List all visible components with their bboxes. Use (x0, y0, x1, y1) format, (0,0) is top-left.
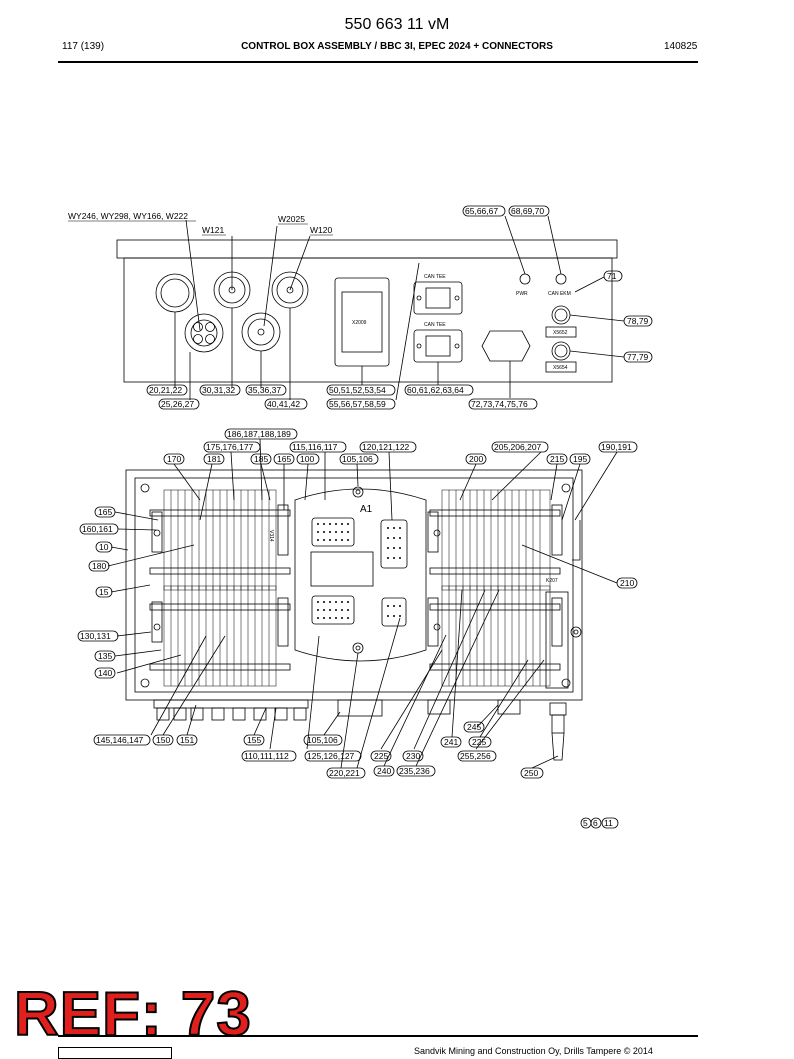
controller-a1 (294, 486, 427, 662)
callout: 65,66,67 (465, 206, 498, 216)
panel-text-x5652: X5652 (553, 330, 568, 336)
callout: 150 (156, 735, 170, 745)
callout: 165 (98, 507, 112, 517)
relay-label-k207: K207 (546, 578, 558, 584)
callout: 155 (247, 735, 261, 745)
bottom-view (77, 428, 638, 829)
callout: 72,73,74,75,76 (471, 399, 528, 409)
callout: 25,26,27 (161, 399, 194, 409)
date-code: 140825 (664, 41, 698, 52)
callout: 160,161 (82, 524, 113, 534)
panel-text-x5654: X5654 (553, 365, 568, 371)
cable-label-1: WY246, WY298, WY166, W222 (68, 211, 188, 221)
callout: 230 (406, 751, 420, 761)
page-title: CONTROL BOX ASSEMBLY / BBC 3I, EPEC 2024… (241, 41, 553, 52)
callout: 186,187,188,189 (227, 429, 291, 439)
panel-text-x2009: X2009 (352, 320, 367, 326)
callout: 50,51,52,53,54 (329, 385, 386, 395)
callout: 225 (374, 751, 388, 761)
callout: 165 (277, 454, 291, 464)
callout: 78,79 (627, 316, 649, 326)
callout: 195 (573, 454, 587, 464)
callout: 200 (469, 454, 483, 464)
callout: 100 (300, 454, 314, 464)
reference-stamp: REF: 73 (13, 980, 252, 1049)
note-callout: 6 (593, 818, 598, 828)
callout: 120,121,122 (362, 442, 410, 452)
callout: 190,191 (601, 442, 632, 452)
callout: 20,21,22 (149, 385, 182, 395)
callout: 250 (524, 768, 538, 778)
page-number: 117 (139) (62, 41, 105, 52)
footer-copyright: Sandvik Mining and Construction Oy, Dril… (414, 1046, 653, 1056)
callout: 170 (167, 454, 181, 464)
top-callouts: 65,66,67 68,69,70 71 78,79 77,79 20,21,2… (149, 206, 649, 409)
callout: 215 (550, 454, 564, 464)
callout: 241 (444, 737, 458, 747)
note-callout: 5 (583, 818, 588, 828)
cable-label-4: W120 (310, 225, 332, 235)
callout: 15 (99, 587, 109, 597)
callout: 245 (467, 722, 481, 732)
bottom-cable-glands (153, 699, 521, 721)
external-connector (549, 702, 567, 761)
note-callout: 11 (604, 818, 613, 828)
terminal-block-top-right (441, 489, 551, 591)
header-rule (58, 61, 698, 63)
module-label-a1: A1 (360, 504, 373, 515)
callout: 40,41,42 (267, 399, 300, 409)
callout: 175,176,177 (206, 442, 254, 452)
callout: 185 (254, 454, 268, 464)
fuse-label-v314: V314 (268, 530, 274, 542)
callout: 10 (99, 542, 109, 552)
callout: 125,126,127 (307, 751, 355, 761)
top-view-lid (116, 239, 618, 259)
callout: 55,56,57,58,59 (329, 399, 386, 409)
bottom-view-enclosure (125, 469, 583, 701)
callout: 225 (472, 737, 486, 747)
company-logo (58, 1047, 172, 1059)
callout: 205,206,207 (494, 442, 542, 452)
callout: 68,69,70 (511, 206, 544, 216)
callout: 181 (207, 454, 221, 464)
callout: 77,79 (627, 352, 649, 362)
callout: 145,146,147 (96, 735, 144, 745)
callout: 210 (620, 578, 634, 588)
panel-text-can-tee-2: CAN TEE (424, 322, 446, 328)
callout: 105,106 (342, 454, 373, 464)
callout: 35,36,37 (248, 385, 281, 395)
callout: 255,256 (460, 751, 491, 761)
document-number: 550 663 11 vM (344, 16, 450, 33)
cable-label-3: W2025 (278, 214, 305, 224)
callout: 140 (98, 668, 112, 678)
cable-label-2: W121 (202, 225, 224, 235)
callout: 135 (98, 651, 112, 661)
note-callouts: 5 6 11 (583, 818, 613, 828)
bottom-callouts: 186,187,188,189 175,176,177 115,116,117 … (80, 429, 634, 778)
footer-rule (58, 1035, 698, 1037)
callout: 220,221 (329, 768, 360, 778)
callout: 71 (607, 271, 617, 281)
callout: 130,131 (80, 631, 111, 641)
callout: 180 (92, 561, 106, 571)
callout: 115,116,117 (292, 442, 338, 452)
led-label-pwr: PWR (516, 291, 528, 297)
top-view-body (123, 257, 613, 383)
terminal-block-bottom-left (163, 585, 277, 687)
callout: 235,236 (399, 766, 430, 776)
callout: 105,106 (307, 735, 338, 745)
callout: 151 (180, 735, 194, 745)
terminal-block-bottom-right (441, 585, 551, 687)
led-label-can: CAN EKM (548, 291, 571, 297)
panel-text-can-tee-1: CAN TEE (424, 274, 446, 280)
callout: 240 (377, 766, 391, 776)
callout: 30,31,32 (202, 385, 235, 395)
callout: 60,61,62,63,64 (407, 385, 464, 395)
top-view (116, 205, 653, 410)
callout: 110,111,112 (244, 751, 289, 761)
terminal-block-top-left (163, 489, 277, 591)
